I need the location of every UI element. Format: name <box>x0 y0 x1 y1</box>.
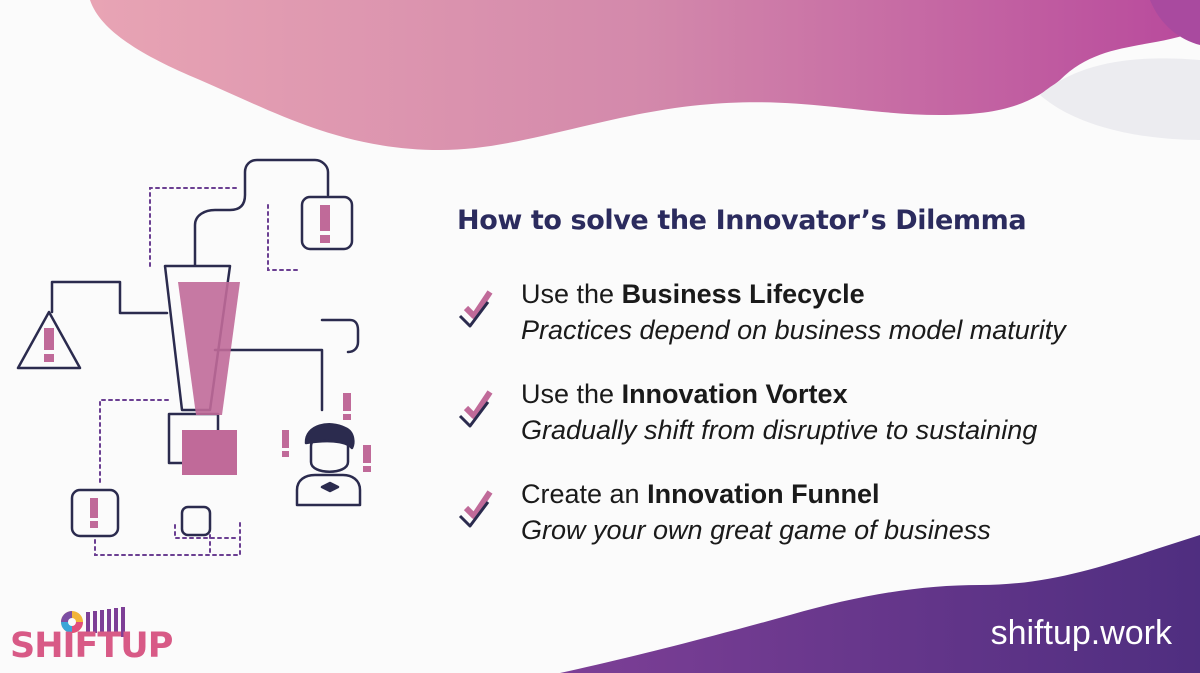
item-lead: Use the <box>521 379 622 409</box>
item-detail: Grow your own great game of business <box>521 515 991 545</box>
item-lead: Create an <box>521 479 648 509</box>
bullet-list: Use the Business Lifecycle Practices dep… <box>456 276 1176 576</box>
item-lead: Use the <box>521 279 622 309</box>
item-detail: Practices depend on business model matur… <box>521 315 1066 345</box>
item-detail: Gradually shift from disruptive to susta… <box>521 415 1038 445</box>
shiftup-logo-mark <box>61 607 125 637</box>
item-strong: Business Lifecycle <box>621 279 865 309</box>
double-checkmark-icon <box>458 290 493 328</box>
logo-text: SHIFTUP <box>10 626 173 666</box>
item-heading: Use the Business Lifecycle <box>521 276 1066 312</box>
list-item: Create an Innovation Funnel Grow your ow… <box>456 476 1176 576</box>
list-item: Use the Business Lifecycle Practices dep… <box>456 276 1176 376</box>
footer-url[interactable]: shiftup.work <box>990 614 1172 652</box>
item-strong: Innovation Vortex <box>621 379 848 409</box>
double-checkmark-icon <box>458 490 493 528</box>
slide-title: How to solve the Innovator’s Dilemma <box>457 205 1027 236</box>
item-strong: Innovation Funnel <box>647 479 880 509</box>
item-heading: Create an Innovation Funnel <box>521 476 991 512</box>
double-checkmark-icon <box>458 390 493 428</box>
item-heading: Use the Innovation Vortex <box>521 376 1037 412</box>
list-item: Use the Innovation Vortex Gradually shif… <box>456 376 1176 476</box>
